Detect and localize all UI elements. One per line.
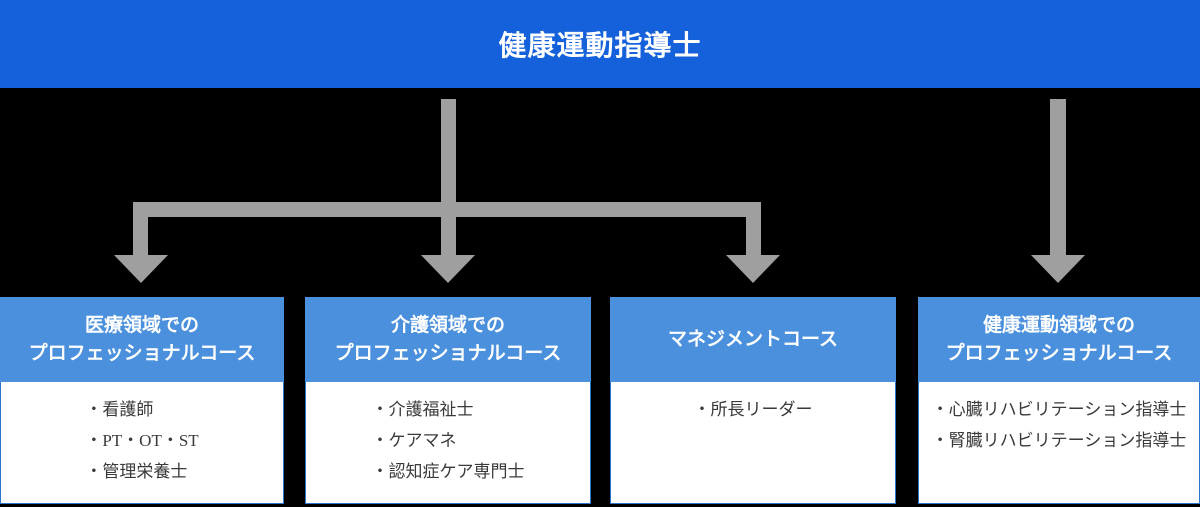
list-item: ・所長リーダー <box>693 400 813 419</box>
connector-trunk-right <box>1050 99 1066 257</box>
list-item: ・PT・OT・ST <box>85 431 199 450</box>
course-body: ・心臓リハビリテーション指導士・腎臓リハビリテーション指導士 <box>918 382 1200 504</box>
course-box-3: マネジメントコース ・所長リーダー <box>610 297 896 504</box>
course-header-line: 健康運動領域での <box>982 314 1135 336</box>
course-list: ・所長リーダー <box>694 382 813 425</box>
course-box-2: 介護領域でのプロフェッショナルコース ・介護福祉士・ケアマネ・認知症ケア専門士 <box>305 297 591 504</box>
course-body: ・介護福祉士・ケアマネ・認知症ケア専門士 <box>305 382 591 504</box>
list-item: ・介護福祉士 <box>371 400 474 419</box>
course-list: ・介護福祉士・ケアマネ・認知症ケア専門士 <box>372 382 525 487</box>
course-header: 医療領域でのプロフェッショナルコース <box>0 297 284 382</box>
course-box-1: 医療領域でのプロフェッショナルコース ・看護師・PT・OT・ST ・管理栄養士 <box>0 297 284 504</box>
course-box-4: 健康運動領域でのプロフェッショナルコース ・心臓リハビリテーション指導士・腎臓リ… <box>918 297 1200 504</box>
course-header-line: 医療領域での <box>84 314 199 336</box>
course-header-line: マネジメントコース <box>667 328 839 350</box>
list-item: ・腎臓リハビリテーション指導士 <box>931 431 1187 450</box>
root-node: 健康運動指導士 <box>0 0 1200 88</box>
course-header-line: プロフェッショナルコース <box>334 342 562 364</box>
course-list: ・看護師・PT・OT・ST ・管理栄養士 <box>85 382 198 487</box>
connector-trunk-center <box>441 99 456 257</box>
list-item: ・管理栄養士 <box>85 462 188 481</box>
connector-drop-right <box>746 202 761 257</box>
arrow-down-icon <box>1031 255 1085 283</box>
arrow-down-icon <box>114 255 168 283</box>
course-header: マネジメントコース <box>610 297 896 382</box>
root-node-title: 健康運動指導士 <box>498 31 702 62</box>
course-header-line: プロフェッショナルコース <box>945 342 1173 364</box>
course-body: ・看護師・PT・OT・ST ・管理栄養士 <box>0 382 284 504</box>
list-item: ・認知症ケア専門士 <box>371 462 525 481</box>
course-body: ・所長リーダー <box>610 382 896 504</box>
list-item: ・心臓リハビリテーション指導士 <box>931 400 1187 419</box>
list-item: ・看護師 <box>85 400 154 419</box>
course-header: 健康運動領域でのプロフェッショナルコース <box>918 297 1200 382</box>
course-header: 介護領域でのプロフェッショナルコース <box>305 297 591 382</box>
list-item: ・ケアマネ <box>371 431 457 450</box>
course-header-line: 介護領域での <box>390 314 505 336</box>
connector-drop-left <box>133 202 148 257</box>
connector-crossbar <box>133 202 761 217</box>
arrow-down-icon <box>421 255 475 283</box>
course-header-line: プロフェッショナルコース <box>28 342 256 364</box>
course-list: ・心臓リハビリテーション指導士・腎臓リハビリテーション指導士 <box>932 382 1187 456</box>
arrow-down-icon <box>726 255 780 283</box>
